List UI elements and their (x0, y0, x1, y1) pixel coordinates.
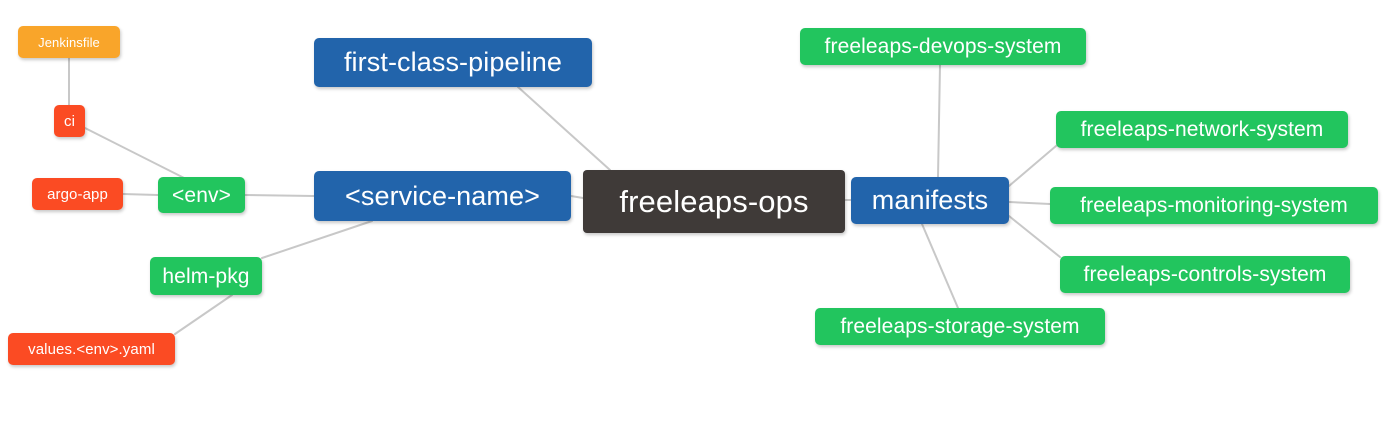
edge-manifests-to-freeleaps-storage-system (921, 223, 959, 309)
edge-manifests-to-freeleaps-network-system (1008, 145, 1057, 187)
node-env[interactable]: <env> (158, 177, 245, 213)
node-freeleaps-controls-system[interactable]: freeleaps-controls-system (1060, 256, 1350, 293)
edge-first-class-pipeline-to-freeleaps-ops (517, 86, 611, 171)
node-ci[interactable]: ci (54, 105, 85, 137)
node-first-class-pipeline[interactable]: first-class-pipeline (314, 38, 592, 87)
node-values-yaml[interactable]: values.<env>.yaml (8, 333, 175, 365)
node-freeleaps-ops[interactable]: freeleaps-ops (583, 170, 845, 233)
node-helm-pkg[interactable]: helm-pkg (150, 257, 262, 295)
node-freeleaps-storage-system[interactable]: freeleaps-storage-system (815, 308, 1105, 345)
edge-manifests-to-freeleaps-devops-system (937, 64, 941, 178)
edge-helm-pkg-to-service-name (261, 220, 373, 259)
node-manifests[interactable]: manifests (851, 177, 1009, 224)
node-freeleaps-devops-system[interactable]: freeleaps-devops-system (800, 28, 1086, 65)
node-argo-app[interactable]: argo-app (32, 178, 123, 210)
node-jenkinsfile[interactable]: Jenkinsfile (18, 26, 120, 58)
edge-env-to-service-name (244, 194, 315, 197)
node-freeleaps-monitoring-system[interactable]: freeleaps-monitoring-system (1050, 187, 1378, 224)
edge-service-name-to-freeleaps-ops (570, 195, 584, 199)
edge-manifests-to-freeleaps-monitoring-system (1008, 201, 1051, 205)
edge-argo-app-to-env (122, 193, 159, 196)
edge-values-yaml-to-helm-pkg (174, 294, 233, 335)
node-freeleaps-network-system[interactable]: freeleaps-network-system (1056, 111, 1348, 148)
node-service-name[interactable]: <service-name> (314, 171, 571, 221)
